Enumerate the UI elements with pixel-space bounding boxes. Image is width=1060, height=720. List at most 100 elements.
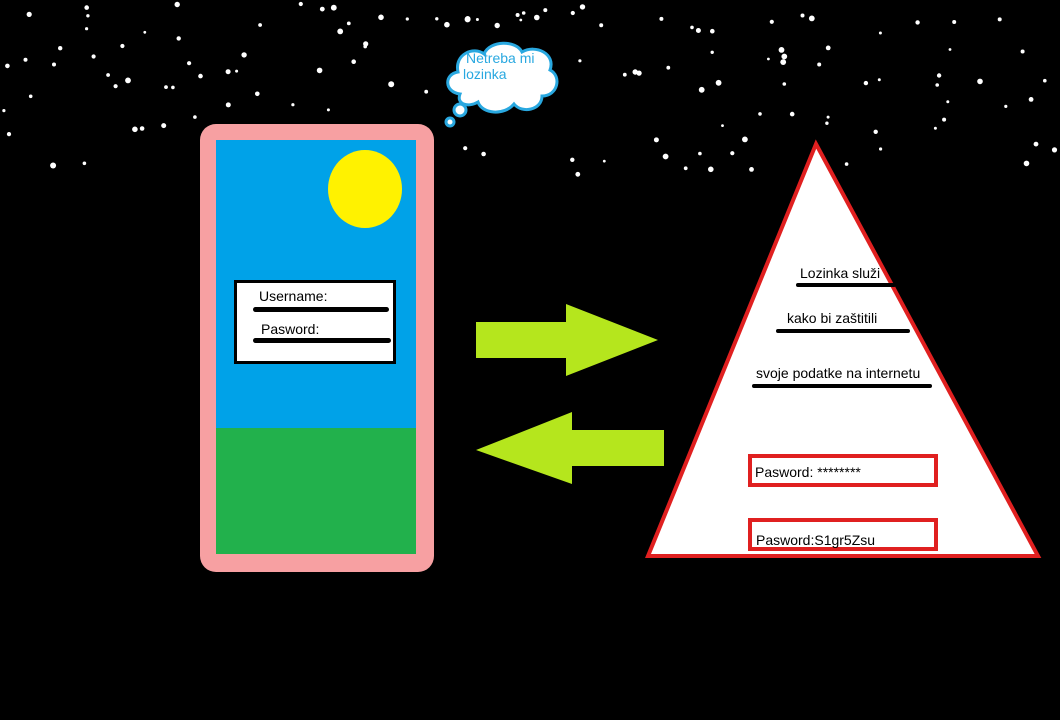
star-icon: [710, 28, 715, 34]
pyramid-underline-1: [796, 283, 896, 287]
password-field[interactable]: [253, 338, 391, 343]
star-icon: [632, 69, 638, 75]
star-icon: [952, 20, 957, 24]
star-icon: [346, 21, 351, 26]
pyramid-line-1: Lozinka služi: [800, 265, 881, 281]
star-icon: [767, 57, 770, 61]
star-icon: [326, 108, 330, 112]
pyramid-outline: [645, 139, 1042, 558]
star-icon: [749, 167, 754, 172]
star-icon: [695, 28, 701, 33]
username-field[interactable]: [253, 307, 389, 312]
star-icon: [1043, 78, 1047, 83]
star-icon: [235, 69, 239, 73]
star-icon: [758, 112, 762, 116]
star-icon: [143, 30, 147, 34]
pyramid-line-3: svoje podatke na internetu: [756, 365, 921, 381]
cloud-text-line-1: Netreba mi: [466, 50, 535, 66]
star-icon: [730, 151, 735, 156]
star-icon: [319, 6, 325, 12]
star-icon: [241, 52, 247, 58]
star-icon: [1033, 141, 1039, 147]
star-icon: [23, 57, 28, 62]
star-icon: [878, 31, 882, 35]
star-icon: [800, 13, 805, 18]
star-icon: [659, 16, 664, 21]
star-icon: [330, 4, 337, 11]
star-icon: [817, 62, 822, 67]
star-icon: [698, 86, 705, 93]
star-icon: [50, 162, 57, 169]
star-icon: [789, 111, 795, 117]
star-icon: [139, 126, 145, 131]
star-icon: [708, 166, 714, 173]
star-icon: [132, 126, 138, 133]
star-icon: [52, 62, 56, 67]
star-icon: [291, 103, 295, 107]
star-icon: [781, 53, 788, 60]
masked-password-text: Pasword: ********: [755, 464, 861, 480]
star-icon: [258, 23, 262, 27]
star-icon: [58, 46, 63, 51]
phone-screen-grass: [216, 428, 416, 554]
star-icon: [936, 73, 942, 78]
star-icon: [254, 91, 260, 97]
star-icon: [782, 82, 787, 86]
star-icon: [378, 14, 384, 21]
login-form: Username: Pasword:: [234, 280, 396, 364]
star-icon: [435, 17, 439, 21]
star-icon: [6, 132, 12, 137]
star-icon: [946, 100, 950, 104]
plain-password-box: Pasword:S1gr5Zsu: [748, 518, 938, 551]
star-icon: [570, 157, 575, 162]
star-icon: [1020, 49, 1025, 54]
star-icon: [363, 44, 368, 49]
star-icon: [171, 85, 175, 90]
password-label: Pasword:: [261, 321, 320, 337]
star-icon: [599, 23, 604, 28]
star-icon: [5, 63, 10, 69]
star-icon: [715, 79, 722, 86]
star-icon: [198, 73, 203, 79]
pyramid-underline-3: [752, 384, 932, 388]
star-icon: [91, 54, 96, 59]
star-icon: [424, 89, 429, 94]
star-icon: [187, 61, 192, 66]
star-icon: [769, 19, 774, 24]
plain-password-text: Pasword:S1gr5Zsu: [756, 532, 876, 548]
star-icon: [82, 161, 87, 166]
pyramid-underline-2: [776, 329, 910, 333]
star-icon: [662, 153, 669, 160]
star-icon: [742, 136, 748, 143]
star-icon: [388, 81, 395, 88]
star-icon: [161, 123, 167, 129]
star-icon: [298, 1, 303, 7]
star-icon: [915, 20, 920, 25]
star-icon: [85, 27, 89, 31]
star-icon: [879, 147, 883, 151]
star-icon: [351, 59, 357, 64]
star-icon: [193, 115, 197, 119]
cloud-text: Netreba mi lozinka: [463, 50, 556, 82]
star-icon: [863, 80, 869, 86]
star-icon: [942, 117, 947, 122]
star-icon: [494, 22, 500, 29]
star-icon: [1028, 97, 1034, 102]
star-icon: [683, 166, 688, 171]
star-icon: [622, 72, 627, 77]
star-icon: [26, 11, 32, 17]
star-icon: [666, 65, 671, 70]
cloud-text-line-2: lozinka: [463, 66, 507, 82]
star-icon: [575, 171, 581, 177]
star-icon: [602, 159, 606, 163]
star-icon: [164, 85, 168, 89]
star-icon: [690, 25, 694, 30]
star-icon: [28, 94, 33, 99]
info-pyramid: Lozinka služi kako bi zaštitili svoje po…: [640, 138, 1044, 562]
star-icon: [825, 121, 829, 125]
arrows: [476, 304, 664, 484]
star-icon: [873, 129, 878, 134]
star-icon: [176, 36, 181, 41]
star-icon: [877, 78, 881, 82]
star-icon: [933, 126, 937, 130]
